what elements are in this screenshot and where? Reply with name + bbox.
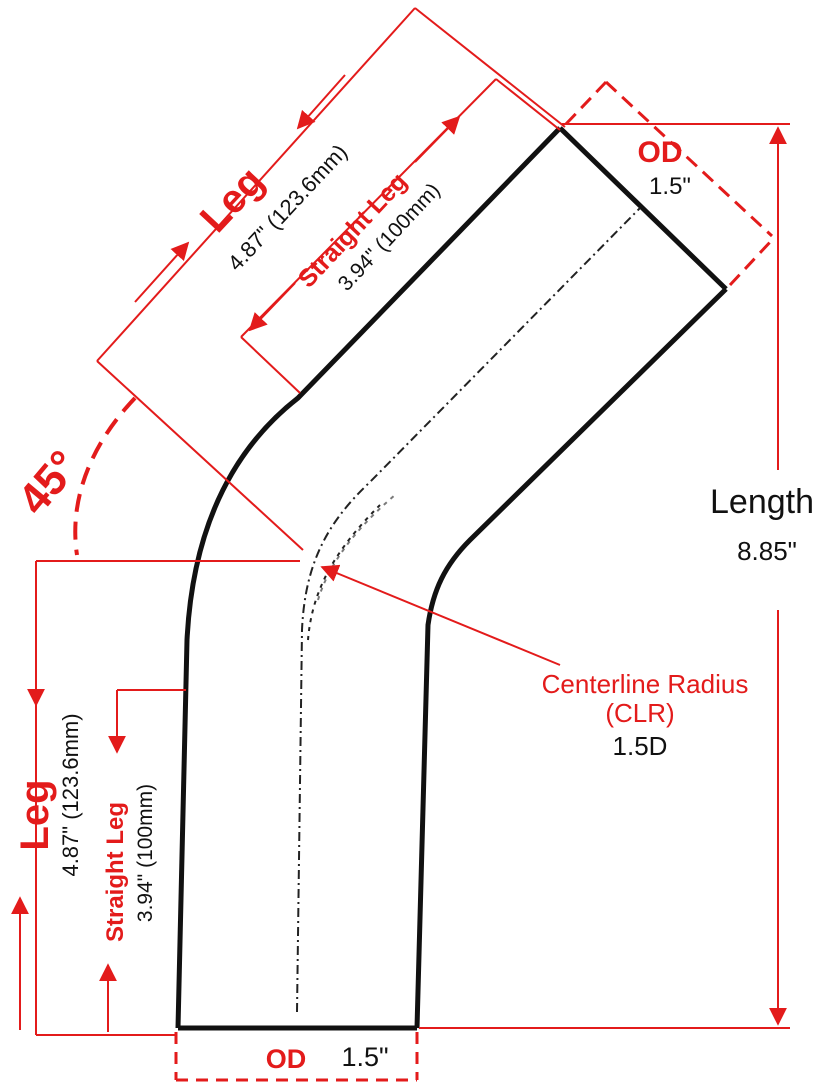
top-od-label: OD <box>638 136 683 169</box>
lower-leg-dimension <box>10 560 300 1036</box>
clr-value: 1.5D <box>613 731 668 761</box>
length-value: 8.85" <box>737 536 797 566</box>
lower-leg-value: 4.87" (123.6mm) <box>58 713 83 876</box>
bottom-od-dimension <box>174 1032 419 1082</box>
bottom-od-value: 1.5" <box>341 1042 388 1072</box>
lower-straight-leg-value: 3.94" (100mm) <box>134 784 157 922</box>
length-dimension <box>419 123 790 1029</box>
tube-top-end <box>558 126 728 291</box>
clr-label: Centerline Radius <box>542 669 749 699</box>
clr-pointer <box>320 564 561 666</box>
upper-leg-dimension <box>96 7 566 551</box>
tube-outline <box>175 126 728 1031</box>
lower-straight-leg-dimension <box>99 689 186 1032</box>
top-od-dimension <box>564 80 774 287</box>
lower-leg-label: Leg <box>13 779 57 850</box>
centerline <box>296 207 641 1013</box>
lower-straight-leg-label: Straight Leg <box>102 802 129 942</box>
tube-inner-wall <box>414 287 728 1029</box>
bottom-od-label: OD <box>266 1044 307 1074</box>
angle-arc <box>73 396 137 556</box>
top-od-value: 1.5" <box>649 173 691 200</box>
clr-abbr: (CLR) <box>605 698 674 728</box>
upper-straight-leg-dimension <box>240 78 561 394</box>
tube-outer-wall <box>175 126 562 1029</box>
length-label: Length <box>710 483 814 521</box>
